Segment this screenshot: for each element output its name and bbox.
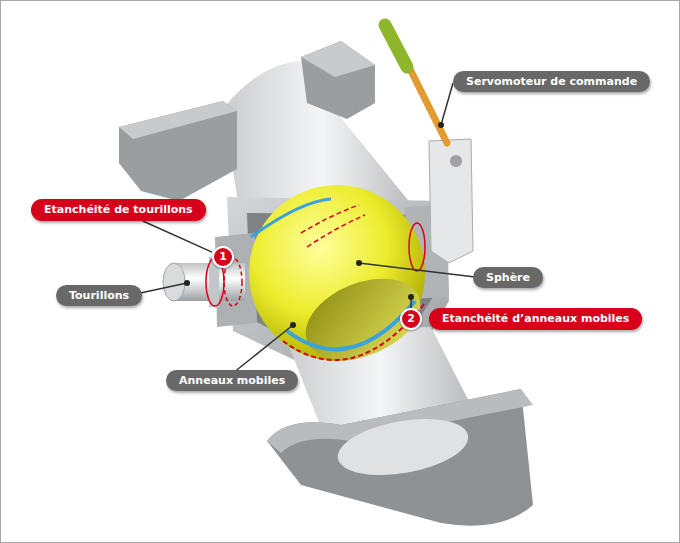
callout-text: 2: [407, 312, 415, 325]
leader-dot: [290, 322, 296, 328]
actuator-rod: [407, 63, 447, 143]
part-label: Tourillons: [56, 285, 142, 306]
pipe-opening: [333, 410, 472, 484]
label-text: Sphère: [486, 271, 530, 284]
actuator-cylinder: [385, 25, 407, 67]
seal-label: Etanchéité de tourillons: [31, 199, 206, 221]
label-text: Etanchéité de tourillons: [44, 203, 193, 216]
label-text: Servomoteur de commande: [466, 75, 637, 88]
leader-line: [233, 325, 293, 373]
label-text: Tourillons: [69, 289, 129, 302]
leader-dot: [408, 294, 414, 300]
seat-ring: [251, 199, 331, 237]
label-text: Etanchéité d’anneaux mobiles: [442, 312, 629, 325]
flange-face: [301, 41, 375, 77]
leader-dot: [356, 260, 362, 266]
leader-line: [359, 263, 475, 277]
callout-number: 2: [400, 308, 422, 330]
sphere-seal-line: [301, 205, 359, 233]
trunnion-seal: [409, 223, 425, 271]
seat-seal: [283, 303, 425, 360]
flange-face: [119, 101, 237, 139]
sphere-seal-line: [307, 215, 365, 247]
part-label: Sphère: [473, 267, 543, 288]
part-label: Servomoteur de commande: [453, 71, 650, 92]
callout-number: 1: [212, 246, 234, 268]
label-text: Anneaux mobiles: [179, 374, 285, 387]
leader-line: [441, 83, 453, 125]
seal-label: Etanchéité d’anneaux mobiles: [429, 308, 642, 330]
bracket-hole: [450, 155, 462, 167]
part-label: Anneaux mobiles: [166, 370, 298, 391]
trunnion-end: [163, 263, 185, 301]
leader-connector: [143, 221, 212, 252]
flange: [267, 389, 533, 526]
leader-dot: [438, 122, 444, 128]
callout-text: 1: [219, 250, 227, 263]
actuator-bracket: [429, 139, 473, 263]
leader-dot: [184, 280, 190, 286]
flange: [119, 101, 237, 201]
flange: [301, 41, 375, 119]
seat-ring: [287, 301, 415, 349]
